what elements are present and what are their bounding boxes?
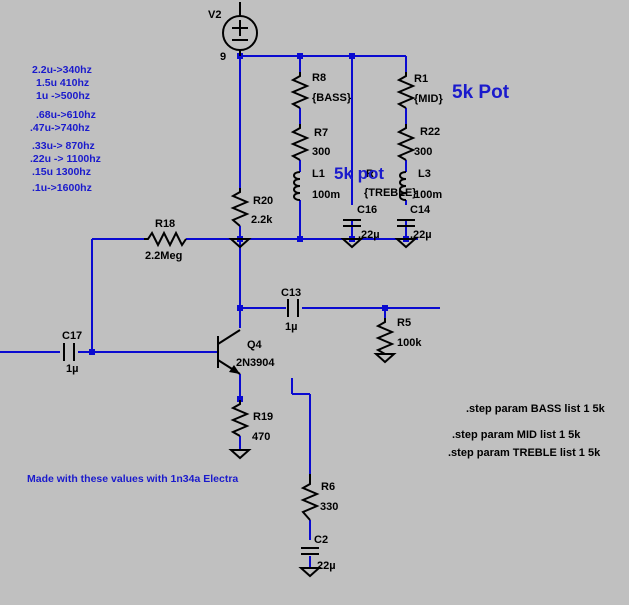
c13-ref: C13 bbox=[281, 287, 301, 299]
freq-note: .22u -> 1100hz bbox=[30, 153, 101, 165]
transistor-q4 bbox=[217, 329, 241, 375]
r18-value: 2.2Meg bbox=[145, 250, 182, 262]
c13-value: 1µ bbox=[285, 321, 297, 333]
step-directive-bass: .step param BASS list 1 5k bbox=[466, 403, 606, 415]
r8-ref: R8 bbox=[312, 72, 326, 84]
inductor-l1 bbox=[293, 171, 301, 201]
r5-ref: R5 bbox=[397, 317, 411, 329]
capacitor-c2 bbox=[301, 547, 319, 555]
l1-ref: L1 bbox=[312, 168, 325, 180]
r1-value: {MID} bbox=[414, 93, 443, 105]
freq-note: .33u-> 870hz bbox=[32, 140, 95, 152]
resistor-r20 bbox=[230, 188, 250, 227]
c17-ref: C17 bbox=[62, 330, 82, 342]
c17-value: 1µ bbox=[66, 363, 78, 375]
freq-note: .68u->610hz bbox=[36, 109, 96, 121]
made-with-note: Made with these values with 1n34a Electr… bbox=[27, 473, 238, 485]
c2-value: .22µ bbox=[314, 560, 336, 572]
l3-value: 100m bbox=[414, 189, 442, 201]
frequency-notes: 2.2u->340hz 1.5u 410hz 1u ->500hz .68u->… bbox=[30, 64, 101, 194]
r22-ref: R22 bbox=[420, 126, 440, 138]
pot-annotation-lower: 5k pot bbox=[334, 164, 384, 183]
r18-ref: R18 bbox=[155, 218, 175, 230]
freq-note: .15u 1300hz bbox=[32, 166, 91, 178]
inductor-l3 bbox=[399, 171, 407, 201]
r-treble-ref: R bbox=[366, 168, 374, 180]
capacitor-c13 bbox=[287, 299, 299, 317]
freq-note: 2.2u->340hz bbox=[32, 64, 92, 76]
capacitor-c17 bbox=[63, 343, 75, 361]
freq-note: 1.5u 410hz bbox=[36, 77, 89, 89]
v2-value: 9 bbox=[220, 51, 226, 63]
resistor-r18 bbox=[144, 230, 187, 248]
resistor-r19 bbox=[230, 400, 250, 437]
resistor-r5 bbox=[375, 318, 395, 355]
r1-ref: R1 bbox=[414, 73, 428, 85]
capacitor-c14 bbox=[397, 219, 415, 227]
r20-ref: R20 bbox=[253, 195, 273, 207]
r8-value: {BASS} bbox=[312, 92, 352, 104]
capacitor-c16 bbox=[343, 219, 361, 227]
resistor-r6 bbox=[300, 474, 320, 521]
freq-note: .47u->740hz bbox=[30, 122, 90, 134]
r20-value: 2.2k bbox=[251, 214, 273, 226]
r19-ref: R19 bbox=[253, 411, 273, 423]
resistor-r8 bbox=[290, 72, 310, 109]
c2-ref: C2 bbox=[314, 534, 328, 546]
resistor-r7 bbox=[290, 124, 310, 161]
freq-note: .1u->1600hz bbox=[32, 182, 92, 194]
r5-value: 100k bbox=[397, 337, 422, 349]
step-directive-treble: .step param TREBLE list 1 5k bbox=[448, 447, 601, 459]
r19-value: 470 bbox=[252, 431, 270, 443]
l3-ref: L3 bbox=[418, 168, 431, 180]
c16-ref: C16 bbox=[357, 204, 377, 216]
pot-annotation-upper: 5k Pot bbox=[452, 82, 510, 103]
resistor-r22 bbox=[396, 124, 416, 161]
r7-ref: R7 bbox=[314, 127, 328, 139]
r22-value: 300 bbox=[414, 146, 432, 158]
freq-note: 1u ->500hz bbox=[36, 90, 90, 102]
c14-ref: C14 bbox=[410, 204, 431, 216]
r-treble-value: {TREBLE} bbox=[364, 187, 417, 199]
q4-value: 2N3904 bbox=[236, 357, 275, 369]
q4-ref: Q4 bbox=[247, 339, 263, 351]
voltage-source-v2 bbox=[222, 2, 258, 56]
ground-symbols bbox=[228, 238, 418, 578]
r6-ref: R6 bbox=[321, 481, 335, 493]
resistor-r1 bbox=[396, 72, 416, 109]
step-directives: .step param BASS list 1 5k .step param M… bbox=[448, 403, 606, 459]
r6-value: 330 bbox=[320, 501, 338, 513]
v2-ref: V2 bbox=[208, 9, 221, 21]
r7-value: 300 bbox=[312, 146, 330, 158]
step-directive-mid: .step param MID list 1 5k bbox=[452, 429, 581, 441]
l1-value: 100m bbox=[312, 189, 340, 201]
